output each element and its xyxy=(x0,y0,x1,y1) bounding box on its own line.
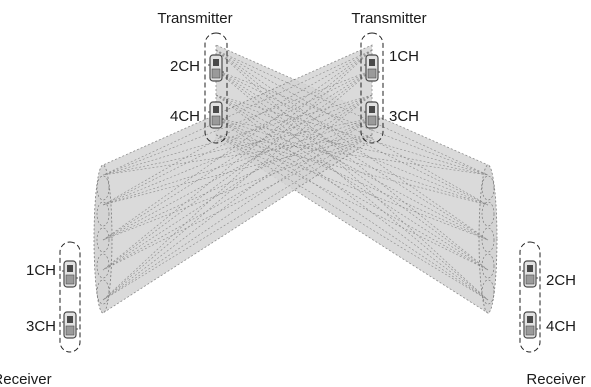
transmitter-right: Transmitter 1CH 3CH xyxy=(351,10,427,144)
transmitter-left-label: Transmitter xyxy=(157,10,232,27)
transmitter-left: Transmitter 2CH 4CH xyxy=(157,10,233,144)
beam-ray xyxy=(215,94,489,301)
beam-ray xyxy=(102,49,373,271)
beam-ray xyxy=(215,69,489,301)
receiver-right: Receiver 2CH 4CH xyxy=(519,241,586,387)
beam-ray xyxy=(215,94,489,176)
beam-ray xyxy=(215,94,489,271)
transmitter-left-outline xyxy=(204,32,228,144)
transmitter-right-outline xyxy=(360,32,384,144)
receiver-left-channel-top: 1CH xyxy=(26,262,56,279)
beam-ray xyxy=(215,134,489,301)
beam-end-ring-right xyxy=(481,175,495,201)
beam-end-ring-left xyxy=(96,175,110,201)
sensor-plate xyxy=(65,325,75,336)
transmitter-right-label: Transmitter xyxy=(351,10,426,27)
beam-end-ring-left xyxy=(96,227,110,253)
sensor-plate xyxy=(65,274,75,285)
beam-ray xyxy=(102,134,373,241)
transmitter-right-channel-top: 1CH xyxy=(389,48,419,65)
beam-ray xyxy=(215,117,489,206)
beam-ray xyxy=(215,134,489,241)
beam-ray xyxy=(102,94,373,206)
receiver-right-outline xyxy=(519,241,541,353)
beam-ray xyxy=(102,49,373,176)
beam-ray xyxy=(102,69,373,301)
beam-ray xyxy=(102,94,373,176)
beam-ray xyxy=(215,49,489,301)
beam-end-ring-left xyxy=(96,201,110,227)
beam-ray xyxy=(102,117,373,241)
beam-ray xyxy=(102,117,373,206)
receiver-right-sensor-bottom-icon xyxy=(522,311,538,339)
beam-ray xyxy=(215,49,489,241)
beam-ray xyxy=(215,117,489,241)
beam-end-cap-right xyxy=(478,164,498,314)
ray-layer xyxy=(102,49,489,301)
beam-end-ring-right xyxy=(481,227,495,253)
beam-ray xyxy=(102,94,373,271)
receiver-right-channel-top: 2CH xyxy=(546,272,576,289)
receiver-left: Receiver 1CH 3CH xyxy=(0,241,81,387)
beam-ray xyxy=(215,117,489,301)
transmitter-right-channel-bottom: 3CH xyxy=(389,108,419,125)
sensor-plate xyxy=(367,68,377,79)
receiver-left-sensor-top-icon xyxy=(62,260,78,288)
receiver-left-channel-bottom: 3CH xyxy=(26,318,56,335)
beam-ray xyxy=(215,94,489,241)
beam-ray xyxy=(102,49,373,241)
beam-ray xyxy=(215,134,489,271)
beam-ray xyxy=(102,94,373,301)
beam-ray xyxy=(102,134,373,176)
beam-end-ring-right xyxy=(481,279,495,305)
sensor-lens xyxy=(369,59,375,66)
sensor-plate xyxy=(211,68,221,79)
beam-ray xyxy=(215,49,489,176)
transmitter-left-channel-top: 2CH xyxy=(170,58,200,75)
beam-ray xyxy=(215,134,489,206)
sensor-lens xyxy=(527,316,533,323)
transmitter-right-sensor-bottom-icon xyxy=(364,101,380,129)
transmitter-left-channel-bottom: 4CH xyxy=(170,108,200,125)
sensor-plate xyxy=(525,274,535,285)
beam-layer xyxy=(93,44,498,314)
beam-ray xyxy=(102,69,373,241)
receiver-right-channel-bottom: 4CH xyxy=(546,318,576,335)
beam-ray xyxy=(102,49,373,301)
beam-end-cap-left xyxy=(93,164,113,314)
receiver-right-sensor-top-icon xyxy=(522,260,538,288)
sensor-lens xyxy=(527,265,533,272)
receiver-left-label: Receiver xyxy=(0,371,52,387)
receiver-left-outline xyxy=(59,241,81,353)
beam-ray xyxy=(215,94,489,206)
receiver-left-sensor-bottom-icon xyxy=(62,311,78,339)
sensor-lens xyxy=(213,106,219,113)
beam-ray xyxy=(102,117,373,271)
sensor-lens xyxy=(67,265,73,272)
beam-end-ring-left xyxy=(96,279,110,305)
beam-ray xyxy=(102,94,373,241)
beam-ray xyxy=(102,117,373,176)
beam-ray xyxy=(215,49,489,206)
sensor-plate xyxy=(525,325,535,336)
beam-ray xyxy=(102,134,373,301)
sensor-lens xyxy=(369,106,375,113)
receiver-right-label: Receiver xyxy=(526,371,585,387)
transmitter-right-sensor-top-icon xyxy=(364,54,380,82)
sensor-plate xyxy=(211,115,221,126)
beam-end-ring-right xyxy=(481,201,495,227)
transmitter-left-sensor-top-icon xyxy=(208,54,224,82)
sensor-lens xyxy=(67,316,73,323)
beam-ray xyxy=(215,69,489,206)
beam-ray xyxy=(102,69,373,176)
transmitter-left-sensor-bottom-icon xyxy=(208,101,224,129)
sensor-plate xyxy=(367,115,377,126)
sensor-lens xyxy=(213,59,219,66)
